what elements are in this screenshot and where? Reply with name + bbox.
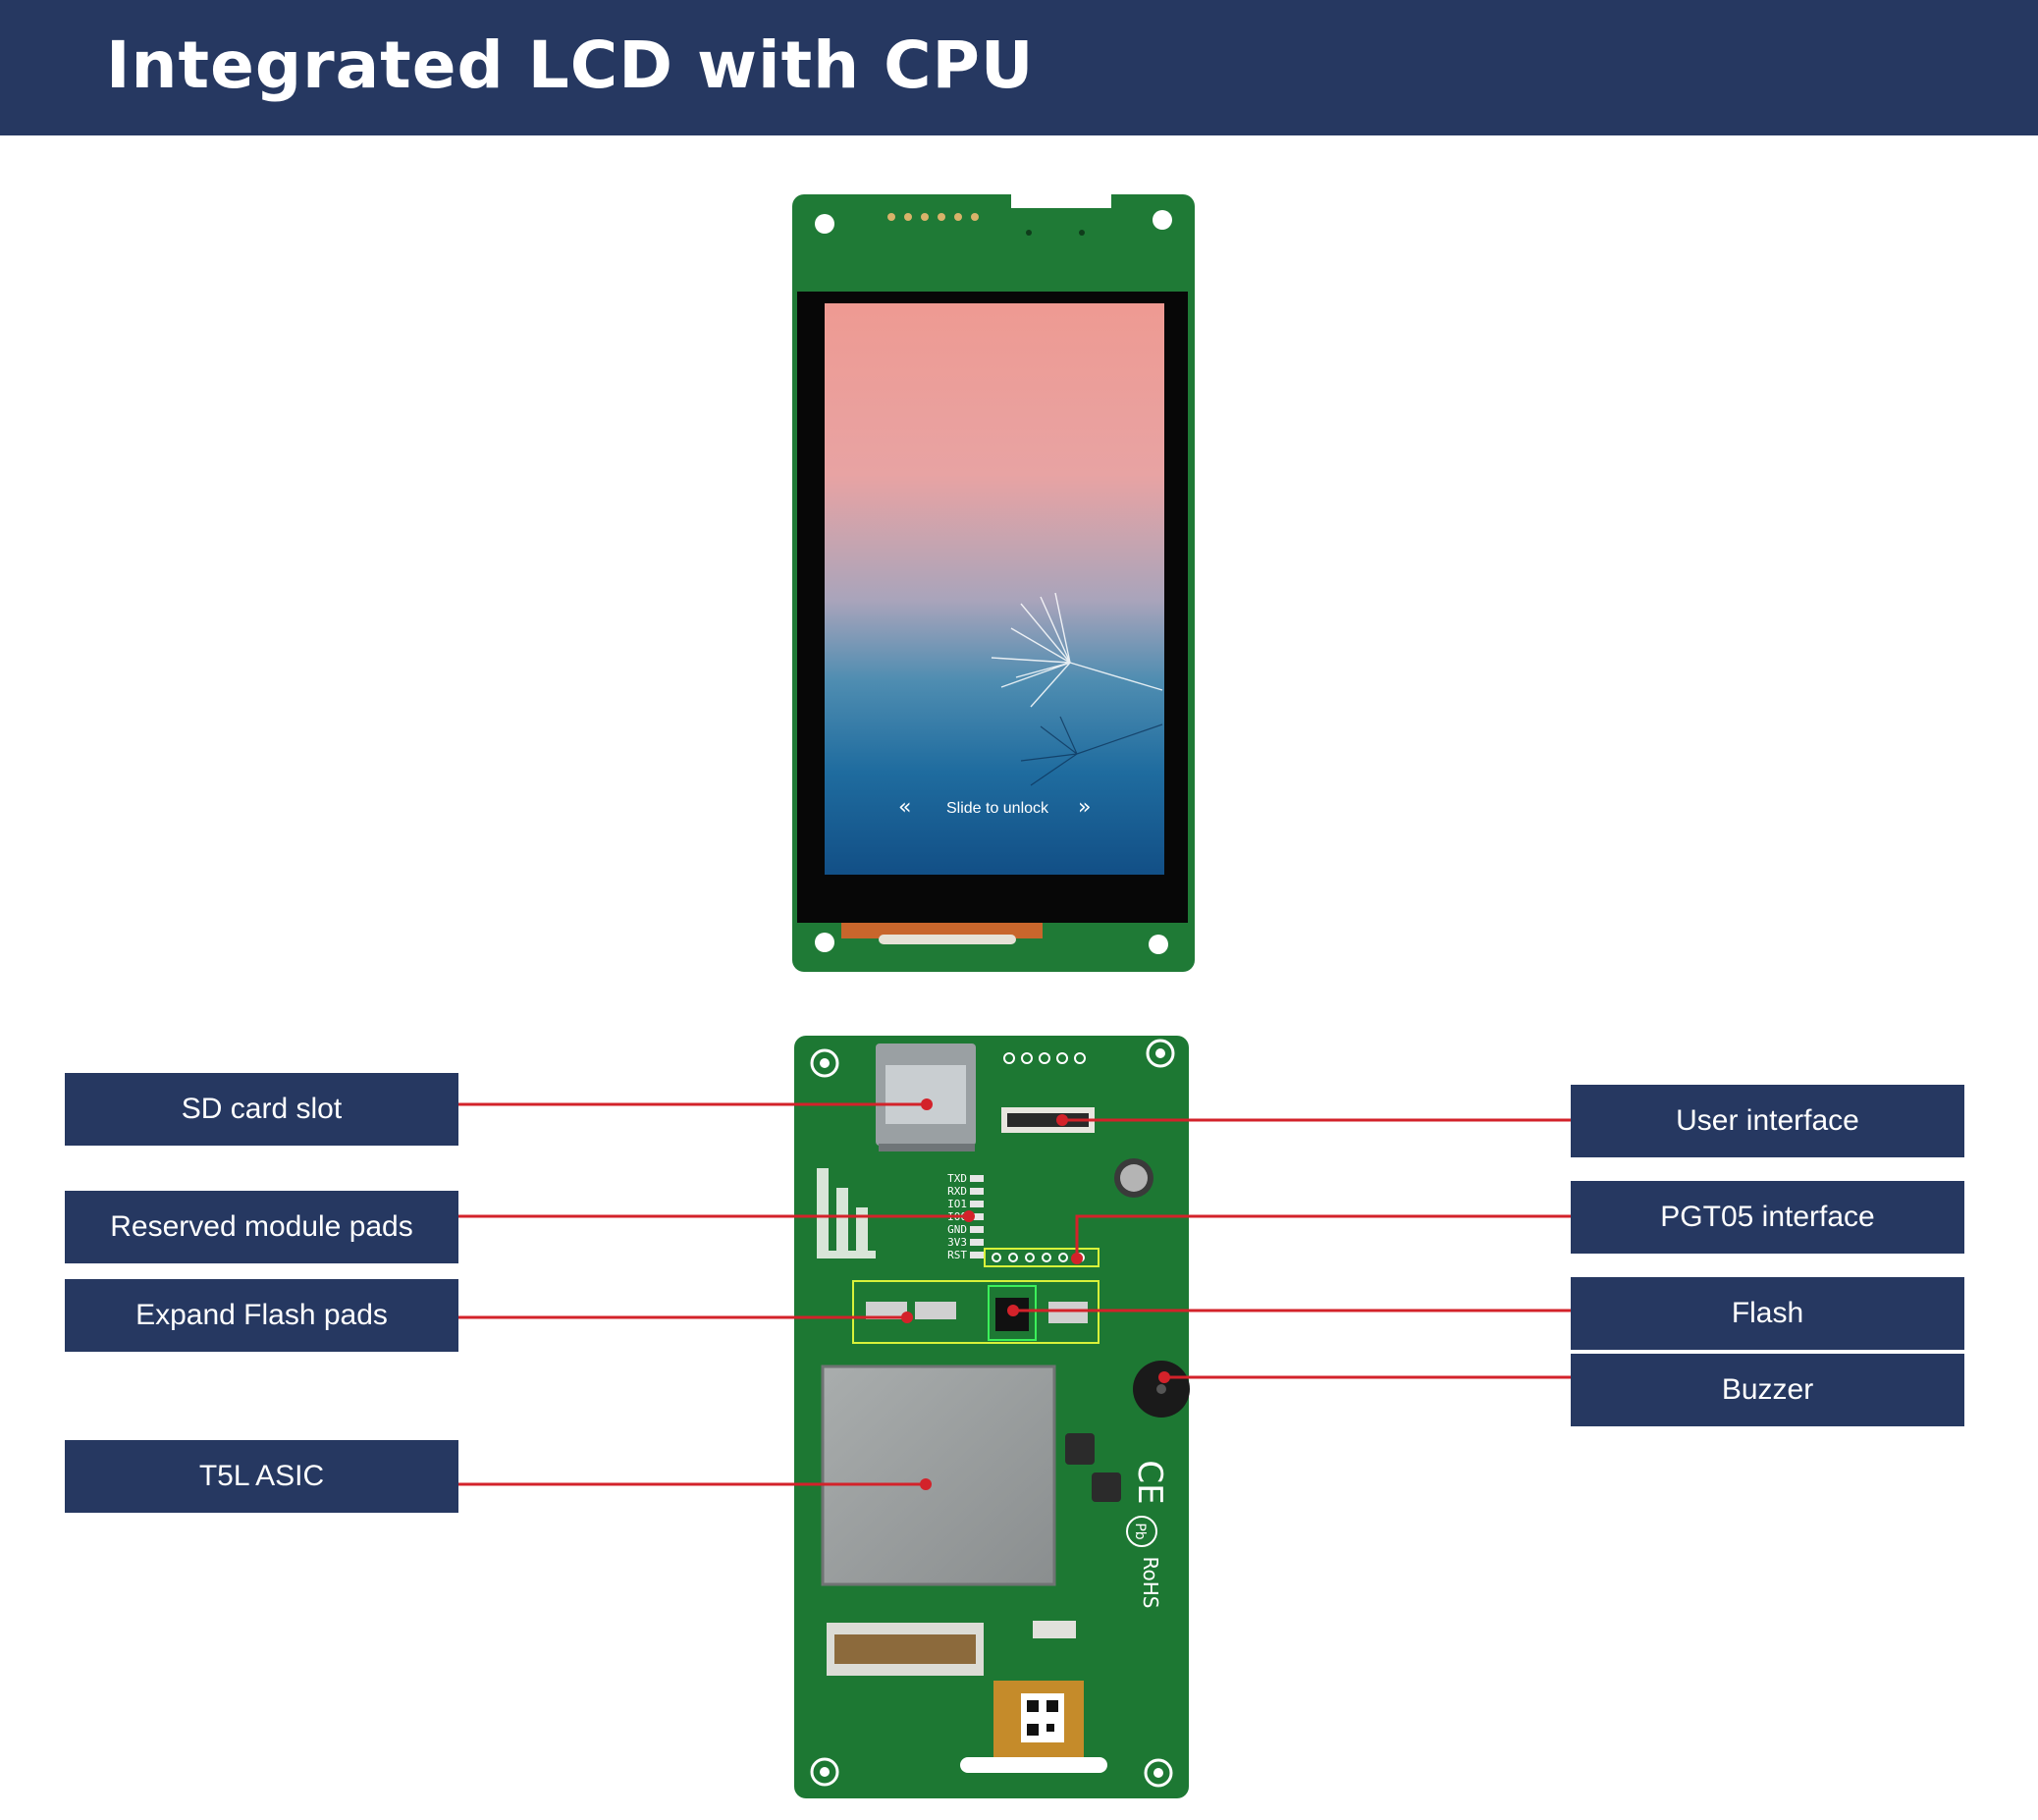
mount-hole bbox=[815, 214, 834, 234]
label-expand-flash-pads: Expand Flash pads bbox=[65, 1279, 458, 1352]
page-title: Integrated LCD with CPU bbox=[106, 27, 1035, 103]
header-banner: Integrated LCD with CPU bbox=[0, 0, 2038, 135]
pcb-back-module: TXD RXD IO1 IO0 GND 3V3 RST bbox=[794, 1036, 1190, 1798]
pin-label: TXD bbox=[947, 1172, 967, 1185]
label-t5l-asic: T5L ASIC bbox=[65, 1440, 458, 1513]
pin-label: GND bbox=[947, 1223, 967, 1236]
mount-hole bbox=[1149, 935, 1168, 954]
pin-labels: TXD RXD IO1 IO0 GND 3V3 RST bbox=[947, 1172, 967, 1261]
leader-line-pgt05 bbox=[1075, 1214, 1571, 1258]
slide-left-arrows: « bbox=[898, 795, 911, 820]
ui-pin-row bbox=[1003, 1052, 1086, 1064]
t5l-asic-chip bbox=[821, 1365, 1056, 1586]
bottom-slot bbox=[960, 1757, 1107, 1773]
slide-right-arrows: » bbox=[1078, 795, 1091, 820]
label-pgt05-interface: PGT05 interface bbox=[1571, 1181, 1964, 1254]
rohs-mark: RoHS bbox=[1139, 1557, 1162, 1609]
label-sd-card-slot: SD card slot bbox=[65, 1073, 458, 1146]
label-user-interface: User interface bbox=[1571, 1085, 1964, 1157]
pin-label: RST bbox=[947, 1249, 967, 1261]
label-buzzer: Buzzer bbox=[1571, 1354, 1964, 1426]
label-reserved-module-pads: Reserved module pads bbox=[65, 1191, 458, 1263]
front-pin-header bbox=[887, 213, 979, 221]
pin-label: RXD bbox=[947, 1185, 967, 1198]
pin-label: 3V3 bbox=[947, 1236, 967, 1249]
pb-mark bbox=[1126, 1516, 1157, 1547]
pin-label: IO1 bbox=[947, 1198, 967, 1210]
svg-text:Pb: Pb bbox=[1132, 1523, 1148, 1539]
pgt05-pads-outline bbox=[984, 1248, 1099, 1267]
slide-to-unlock-text[interactable]: Slide to unlock bbox=[946, 800, 1049, 817]
dandelion-seed bbox=[991, 592, 1163, 708]
label-flash: Flash bbox=[1571, 1277, 1964, 1350]
lcd-front-module: « Slide to unlock » bbox=[792, 194, 1195, 972]
leader-lines bbox=[458, 1102, 1571, 1486]
dandelion-reflection bbox=[1020, 716, 1163, 786]
reserved-module-pads bbox=[970, 1175, 984, 1258]
mount-hole bbox=[1153, 210, 1172, 230]
flash-chip-outline bbox=[988, 1285, 1037, 1341]
mount-hole bbox=[815, 933, 834, 952]
board-logo-icon bbox=[817, 1168, 876, 1258]
leader-dots bbox=[901, 1098, 1170, 1490]
ce-mark: CE bbox=[1130, 1460, 1169, 1504]
lcd-screen bbox=[825, 303, 1164, 875]
